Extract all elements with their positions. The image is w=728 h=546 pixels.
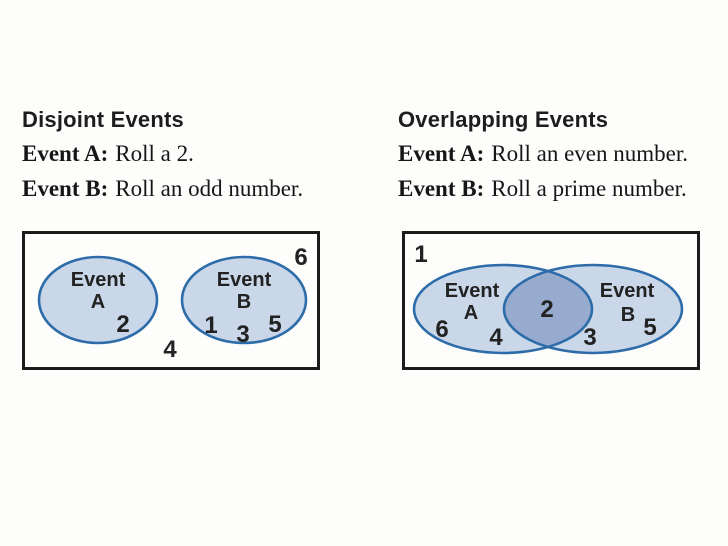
event-b-outline [502,263,684,355]
event-a-ellipse [37,255,159,345]
overlapping-venn-diagram: 1 Event A 6 4 2 3 Event B 5 [402,231,700,370]
event-b-label: Event B: [22,176,109,201]
set-a-name-line1: Event [71,269,126,291]
set-b-member: 3 [583,324,596,351]
event-a-description: Roll a 2. [115,141,194,166]
event-a-label: Event A: [22,141,109,166]
set-b-member: 5 [268,311,281,338]
set-a-member: 6 [435,316,448,343]
event-b-ellipse [180,255,308,345]
disjoint-event-a-line: Event A:Roll a 2. [22,141,194,167]
overlapping-events-title: Overlapping Events [398,107,609,132]
intersection-region [504,265,592,353]
event-a-label: Event A: [398,141,485,166]
outside-member: 6 [294,244,307,271]
outside-member: 4 [163,336,177,363]
set-b-member: 3 [236,321,249,348]
disjoint-event-b-line: Event B:Roll an odd number. [22,176,303,202]
overlapping-event-b-line: Event B:Roll a prime number. [398,176,687,202]
intersection-member: 2 [540,296,553,323]
set-a-member: 2 [116,311,129,338]
set-a-name-line2: A [91,291,105,313]
set-b-name-line1: Event [217,269,272,291]
event-b-description: Roll a prime number. [491,176,687,201]
event-a-description: Roll an even number. [491,141,688,166]
set-a-name-line2: A [464,302,478,324]
set-b-name-line1: Event [600,280,655,302]
event-a-outline [412,263,594,355]
set-b-member: 5 [643,314,656,341]
overlapping-event-a-line: Event A:Roll an even number. [398,141,688,167]
outside-member: 1 [414,241,427,268]
set-b-name-line2: B [621,304,635,326]
disjoint-events-title: Disjoint Events [22,107,184,132]
set-a-name-line1: Event [445,280,500,302]
set-b-name-line2: B [237,291,251,313]
event-b-label: Event B: [398,176,485,201]
set-b-member: 1 [204,312,217,339]
event-b-description: Roll an odd number. [115,176,304,201]
disjoint-venn-diagram: Event A 2 Event B 1 3 5 6 4 [22,231,320,370]
set-a-member: 4 [489,324,503,351]
